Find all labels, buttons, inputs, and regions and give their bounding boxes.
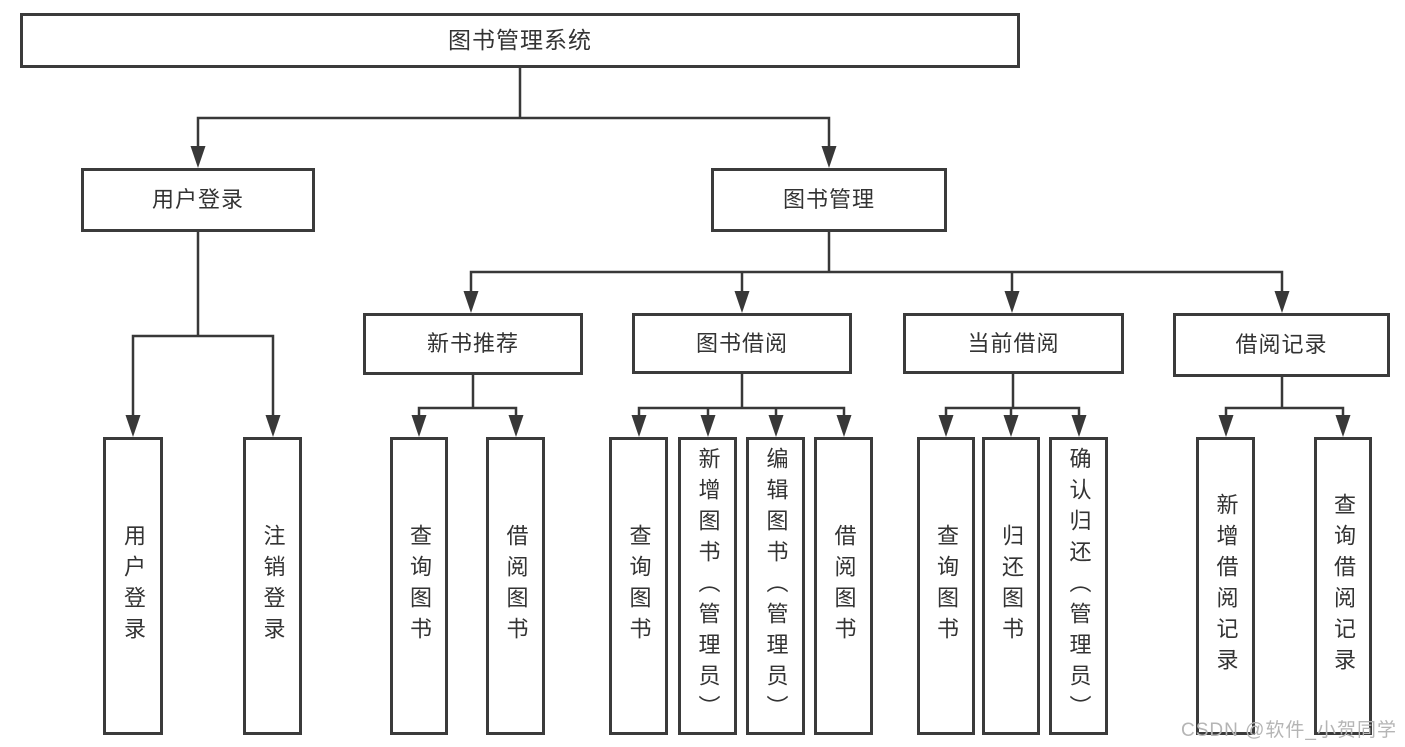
node-book-borrowing: 图书借阅	[632, 313, 852, 374]
node-leaf-borrow-books-1: 借阅图书	[486, 437, 545, 735]
node-label: 用户登录	[121, 524, 146, 648]
node-new-book-recommend: 新书推荐	[363, 313, 583, 375]
arrowhead-icon	[821, 146, 837, 168]
arrowhead-icon	[1218, 415, 1234, 437]
node-label: 查询借阅记录	[1331, 493, 1356, 679]
node-leaf-return-books: 归还图书	[982, 437, 1040, 735]
node-label: 查询图书	[626, 524, 652, 648]
new-book-fan	[411, 373, 524, 437]
node-label: 图书借阅	[695, 330, 788, 356]
node-leaf-borrow-books-2: 借阅图书	[814, 437, 873, 735]
arrowhead-icon	[125, 415, 141, 437]
node-label: 新增图书（管理员）	[695, 447, 721, 726]
node-book-management-branch: 图书管理	[711, 168, 947, 232]
node-leaf-add-books: 新增图书（管理员）	[678, 437, 737, 735]
node-root: 图书管理系统	[20, 13, 1020, 68]
arrowhead-icon	[1274, 291, 1290, 313]
node-leaf-confirm-return: 确认归还（管理员）	[1049, 437, 1108, 735]
node-leaf-logout: 注销登录	[243, 437, 302, 735]
node-leaf-user-login: 用户登录	[103, 437, 163, 735]
node-label: 查询图书	[934, 524, 959, 648]
root-fan	[190, 66, 837, 168]
arrowhead-icon	[734, 291, 750, 313]
node-label: 编辑图书（管理员）	[763, 447, 789, 726]
arrowhead-icon	[768, 415, 784, 437]
node-label: 注销登录	[260, 524, 286, 648]
node-label: 图书管理系统	[448, 27, 592, 53]
current-borrowing-fan	[938, 372, 1087, 437]
node-label: 查询图书	[407, 524, 432, 648]
node-label: 借阅记录	[1235, 332, 1328, 357]
node-label: 新增借阅记录	[1213, 493, 1239, 679]
node-user-login-branch: 用户登录	[81, 168, 315, 232]
node-leaf-query-books-2: 查询图书	[609, 437, 668, 735]
arrowhead-icon	[631, 415, 647, 437]
watermark: CSDN @软件_小贺同学	[1181, 720, 1397, 741]
arrowhead-icon	[463, 291, 479, 313]
arrowhead-icon	[836, 415, 852, 437]
arrowhead-icon	[1071, 415, 1087, 437]
arrowhead-icon	[411, 415, 427, 437]
arrowhead-icon	[938, 415, 954, 437]
node-leaf-query-books-3: 查询图书	[917, 437, 975, 735]
node-label: 当前借阅	[967, 330, 1060, 356]
node-label: 确认归还（管理员）	[1066, 447, 1092, 726]
node-current-borrowing: 当前借阅	[903, 313, 1124, 374]
user-login-fan	[125, 230, 281, 437]
arrowhead-icon	[1003, 415, 1019, 437]
node-label: 新书推荐	[426, 331, 519, 356]
arrowhead-icon	[190, 146, 206, 168]
node-label: 借阅图书	[503, 524, 529, 648]
arrowhead-icon	[1335, 415, 1351, 437]
arrowhead-icon	[700, 415, 716, 437]
node-borrowing-records: 借阅记录	[1173, 313, 1390, 377]
arrowhead-icon	[508, 415, 524, 437]
node-leaf-query-books-1: 查询图书	[390, 437, 448, 735]
node-leaf-query-borrow-record: 查询借阅记录	[1314, 437, 1372, 735]
node-label: 图书管理	[782, 187, 875, 212]
borrowing-records-fan	[1218, 375, 1351, 437]
node-label: 借阅图书	[831, 524, 857, 648]
node-leaf-edit-books: 编辑图书（管理员）	[746, 437, 805, 735]
arrowhead-icon	[265, 415, 281, 437]
node-leaf-add-borrow-record: 新增借阅记录	[1196, 437, 1255, 735]
node-label: 用户登录	[151, 187, 244, 212]
book-management-fan	[463, 230, 1290, 313]
node-label: 归还图书	[999, 524, 1024, 648]
arrowhead-icon	[1004, 291, 1020, 313]
book-borrowing-fan	[631, 372, 852, 437]
